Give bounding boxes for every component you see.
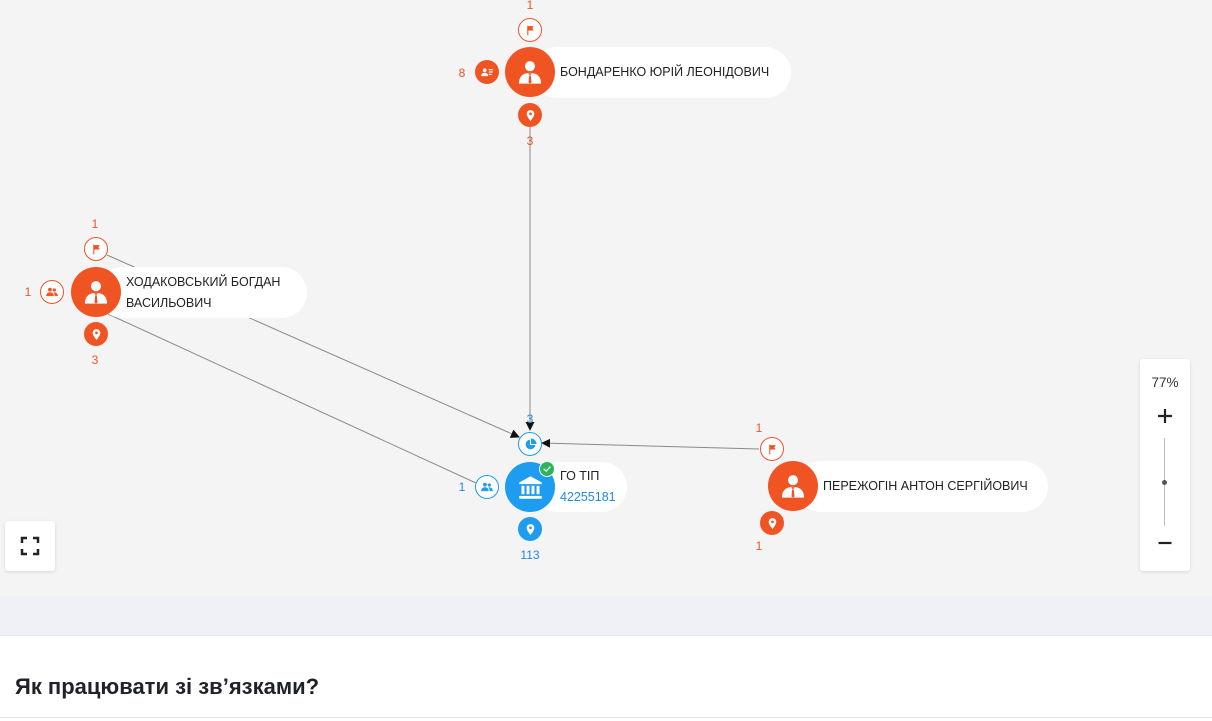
relations-count: 1 — [458, 480, 466, 494]
node-label-bondarenko[interactable]: БОНДАРЕНКО ЮРІЙ ЛЕОНІДОВИЧ — [532, 47, 791, 98]
node-avatar-bondarenko[interactable] — [505, 47, 555, 97]
zoom-in-button[interactable] — [1150, 401, 1180, 431]
flags-button[interactable] — [84, 237, 108, 261]
contacts-count: 8 — [458, 66, 466, 80]
locations-count: 3 — [91, 353, 99, 367]
flag-icon — [524, 24, 537, 37]
node-avatar-khodakovskyi[interactable] — [71, 267, 121, 317]
zoom-level: 77% — [1151, 375, 1179, 390]
fullscreen-button[interactable] — [5, 521, 55, 571]
minus-icon — [1158, 541, 1172, 545]
node-name: БОНДАРЕНКО ЮРІЙ ЛЕОНІДОВИЧ — [560, 65, 770, 79]
location-pin-icon — [524, 109, 537, 122]
company-code: 42255181 — [560, 490, 616, 504]
locations-count: 113 — [520, 548, 540, 562]
locations-button[interactable] — [518, 517, 542, 541]
relations-button[interactable] — [475, 475, 499, 499]
section-divider — [0, 596, 1212, 636]
edge-perezhohin-go-tip — [541, 438, 760, 450]
flags-count: 1 — [91, 217, 99, 231]
locations-count: 3 — [526, 134, 534, 148]
locations-button[interactable] — [518, 103, 542, 127]
node-name: ПЕРЕЖОГІН АНТОН СЕРГІЙОВИЧ — [823, 479, 1028, 493]
location-pin-icon — [90, 328, 103, 341]
founders-count: 3 — [526, 412, 534, 426]
person-icon — [82, 278, 110, 306]
pie-chart-icon — [524, 438, 537, 451]
zoom-controls: 77% — [1140, 359, 1190, 571]
person-icon — [516, 58, 544, 86]
relations-button[interactable] — [40, 280, 64, 304]
flag-icon — [766, 443, 779, 456]
founders-button[interactable] — [518, 432, 542, 456]
plus-icon — [1158, 409, 1172, 423]
fullscreen-icon — [20, 536, 40, 556]
edge-khodakovskyi-go-tip-relation — [107, 313, 477, 484]
node-label-perezhohin[interactable]: ПЕРЕЖОГІН АНТОН СЕРГІЙОВИЧ — [796, 461, 1048, 512]
flag-icon — [90, 243, 103, 256]
location-pin-icon — [766, 517, 779, 530]
verified-icon — [539, 461, 555, 477]
zoom-slider-thumb[interactable] — [1162, 480, 1167, 485]
help-title[interactable]: Як працювати зі зв’язками? — [15, 674, 320, 699]
location-pin-icon — [524, 523, 537, 536]
people-icon — [45, 285, 59, 299]
node-label-khodakovskyi[interactable]: ХОДАКОВСЬКИЙ БОГДАН ВАСИЛЬОВИЧ — [97, 267, 307, 318]
flags-count: 1 — [755, 421, 763, 435]
person-icon — [779, 472, 807, 500]
help-section — [0, 636, 1212, 721]
node-name: ХОДАКОВСЬКИЙ БОГДАН ВАСИЛЬОВИЧ — [126, 274, 281, 310]
help-divider — [0, 717, 1212, 718]
relations-graph-canvas[interactable]: БОНДАРЕНКО ЮРІЙ ЛЕОНІДОВИЧ 1 8 3 ХОДАКОВ… — [0, 0, 1212, 596]
relations-count: 1 — [24, 285, 32, 299]
locations-button[interactable] — [760, 511, 784, 535]
zoom-out-button[interactable] — [1150, 528, 1180, 558]
node-name: ГО ТІП — [560, 469, 600, 483]
flags-button[interactable] — [760, 437, 784, 461]
locations-count: 1 — [755, 539, 763, 553]
node-avatar-perezhohin[interactable] — [768, 461, 818, 511]
flags-button[interactable] — [518, 18, 542, 42]
contacts-button[interactable] — [475, 60, 499, 84]
bank-icon — [517, 474, 544, 501]
people-icon — [480, 480, 494, 494]
contact-card-icon — [480, 65, 494, 79]
locations-button[interactable] — [84, 322, 108, 346]
flags-count: 1 — [526, 0, 534, 12]
